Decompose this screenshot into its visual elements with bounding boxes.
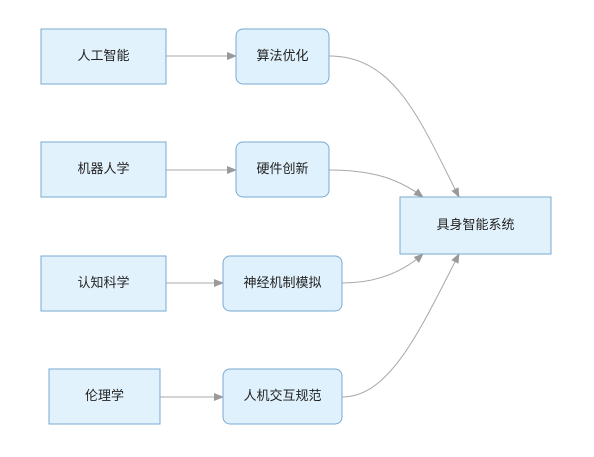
node-neural-label: 神经机制模拟 — [243, 276, 321, 291]
node-ethics[interactable]: 伦理学 — [48, 368, 161, 425]
node-cognitive[interactable]: 认知科学 — [40, 255, 167, 312]
edge-algo-to-embodied — [328, 55, 460, 198]
node-neural[interactable]: 神经机制模拟 — [222, 255, 343, 312]
edge-hardware-to-embodied — [328, 169, 424, 198]
node-embodied-label: 具身智能系统 — [436, 217, 514, 233]
node-ethics-label: 伦理学 — [85, 388, 124, 404]
node-robotics-label: 机器人学 — [77, 161, 129, 177]
node-algo[interactable]: 算法优化 — [235, 28, 330, 85]
node-hardware[interactable]: 硬件创新 — [235, 141, 330, 198]
node-hci[interactable]: 人机交互规范 — [222, 368, 343, 425]
node-cognitive-label: 认知科学 — [77, 275, 129, 291]
node-hci-label: 人机交互规范 — [243, 388, 321, 404]
node-robotics[interactable]: 机器人学 — [40, 141, 167, 198]
node-hardware-label: 硬件创新 — [256, 161, 308, 177]
node-ai[interactable]: 人工智能 — [40, 28, 167, 85]
node-embodied[interactable]: 具身智能系统 — [399, 196, 552, 255]
node-ai-label: 人工智能 — [77, 49, 129, 64]
edges — [160, 52, 460, 401]
edge-hci-to-embodied — [341, 253, 460, 398]
node-algo-label: 算法优化 — [256, 49, 308, 64]
edge-neural-to-embodied — [341, 253, 424, 284]
